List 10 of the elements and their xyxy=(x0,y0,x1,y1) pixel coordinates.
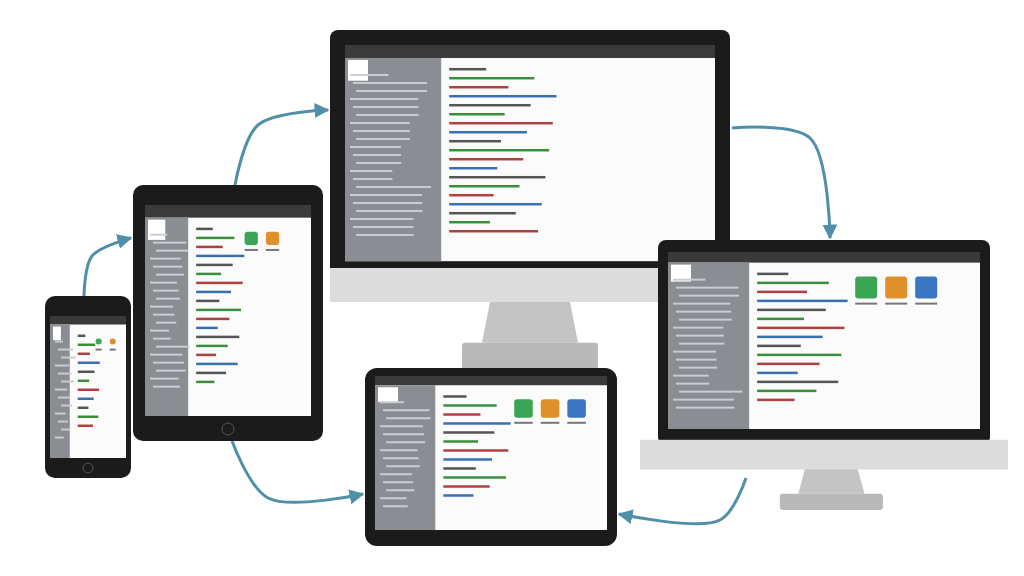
curved-arrow xyxy=(617,477,748,526)
smartphone-drawing xyxy=(45,296,131,478)
curved-arrow xyxy=(731,125,838,240)
curved-arrow xyxy=(82,234,133,297)
desktop-computer-drawing xyxy=(330,30,730,370)
tablet-drawing xyxy=(365,368,617,546)
curved-arrow xyxy=(230,440,365,505)
curved-arrow xyxy=(233,103,330,186)
computer-monitor-drawing xyxy=(640,240,1008,510)
tablet-drawing xyxy=(133,185,323,441)
